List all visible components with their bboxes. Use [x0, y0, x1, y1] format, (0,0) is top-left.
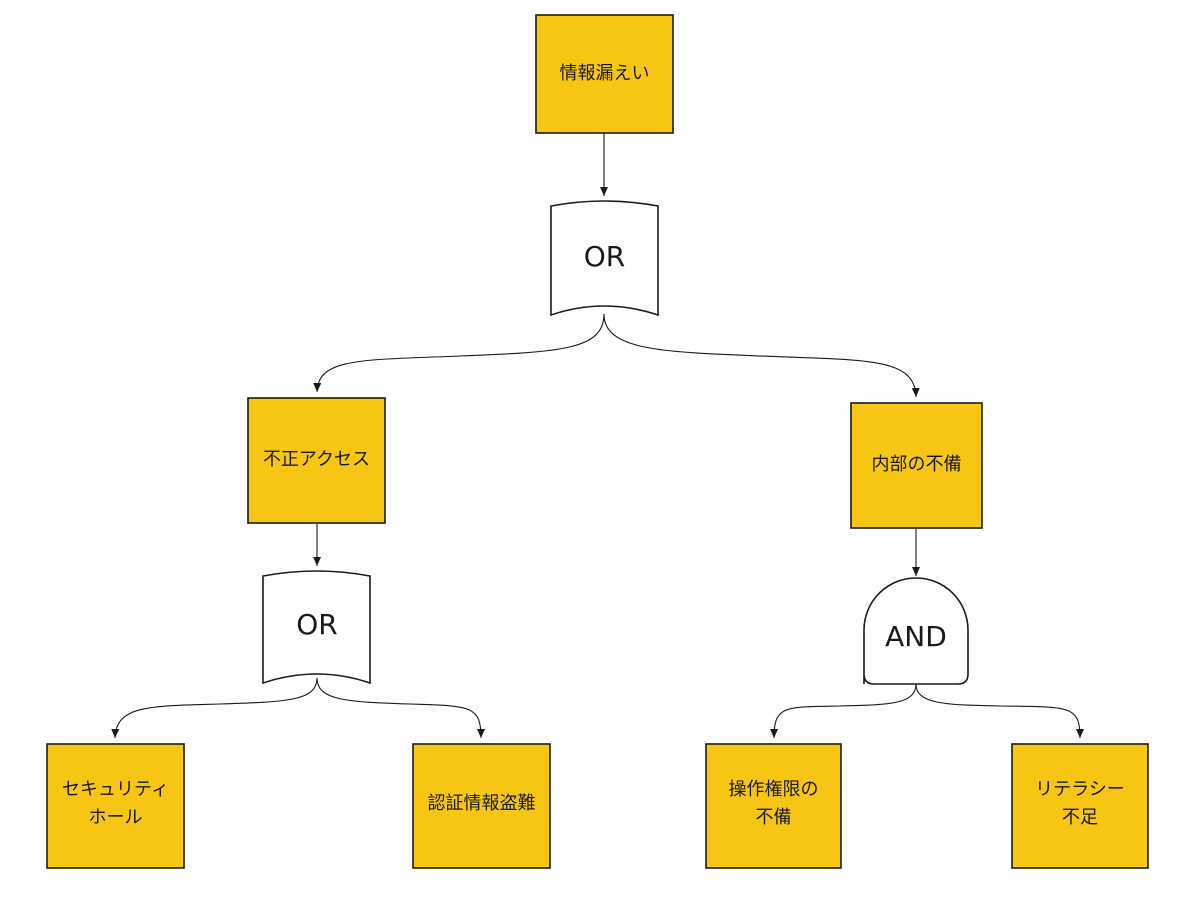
event-unauthorized-access[interactable]: 不正アクセス — [247, 397, 386, 524]
event-permission-deficiency[interactable]: 操作権限の 不備 — [705, 743, 842, 869]
gate-and-right-label: AND — [885, 620, 947, 653]
event-information-leak-label: 情報漏えい — [560, 63, 650, 84]
connector-or-to-internal-deficiency — [603, 313, 920, 398]
event-literacy-shortage[interactable]: リテラシー 不足 — [1011, 743, 1149, 869]
connector-left-or-to-security-hole — [111, 677, 318, 739]
connectors — [111, 133, 1084, 739]
event-security-hole-label-line2: ホール — [89, 807, 143, 828]
gate-or-top-label: OR — [584, 240, 626, 273]
event-internal-deficiency-label: 内部の不備 — [872, 454, 962, 475]
connector-left-or-to-credential-theft — [316, 677, 485, 739]
connector-and-to-literacy-shortage — [915, 683, 1084, 739]
event-literacy-shortage-label-line2: 不足 — [1062, 807, 1098, 828]
event-credential-theft-label: 認証情報盗難 — [428, 793, 536, 814]
event-unauthorized-access-label: 不正アクセス — [263, 449, 370, 470]
event-internal-deficiency[interactable]: 内部の不備 — [850, 402, 983, 529]
gate-and-right[interactable]: AND — [863, 577, 969, 685]
event-information-leak[interactable]: 情報漏えい — [535, 14, 674, 134]
event-security-hole[interactable]: セキュリティ ホール — [46, 743, 185, 869]
event-security-hole-label-line1: セキュリティ — [62, 779, 169, 800]
event-literacy-shortage-label-line1: リテラシー — [1035, 779, 1125, 800]
gate-or-top[interactable]: OR — [550, 200, 659, 317]
gate-or-left-label: OR — [296, 608, 338, 641]
connector-and-to-permission-deficiency — [770, 683, 917, 739]
event-permission-deficiency-label-line2: 不備 — [756, 807, 792, 828]
event-permission-deficiency-label-line1: 操作権限の — [729, 779, 819, 800]
event-credential-theft[interactable]: 認証情報盗難 — [412, 743, 551, 869]
connector-or-to-unauthorized-access — [313, 313, 605, 393]
gate-or-left[interactable]: OR — [262, 570, 371, 685]
